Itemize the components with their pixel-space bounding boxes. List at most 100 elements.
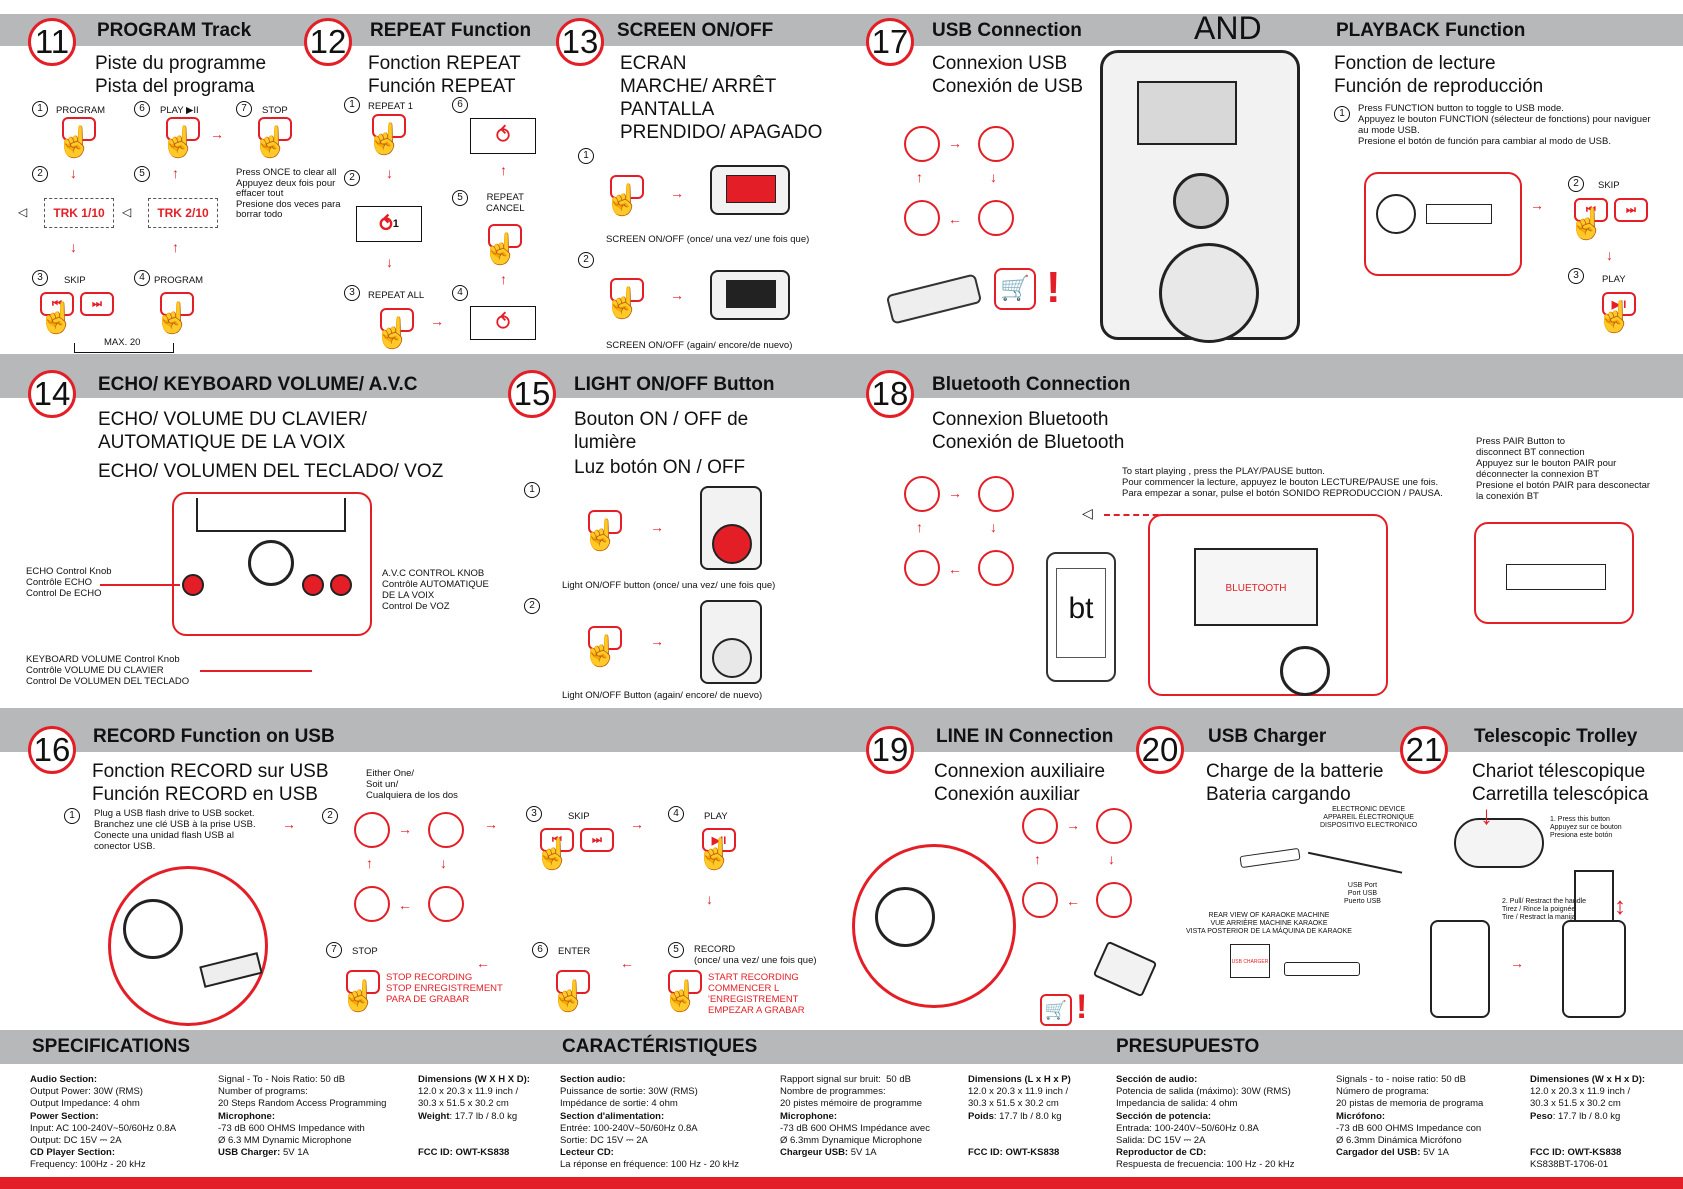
play-button[interactable]: ▶II [702,828,736,852]
mode-usb [978,126,1014,162]
start-playing-instructions: To start playing , press the PLAY/PAUSE … [1122,466,1443,499]
pointing-hand-icon: ☝ [482,233,520,266]
step-number: 1 [344,97,360,113]
skip-back-button[interactable]: ⏮ [40,292,74,316]
arrow-up-icon: ↑ [916,519,923,535]
arrow-up-icon: ↑ [500,162,507,178]
usb-socket-closeup [108,866,268,1026]
machine-knob [123,899,183,959]
spec-line: Salida: DC 15V ⎓ 2A [1116,1134,1206,1146]
light-on-illustration [712,524,752,564]
skip-forward-button[interactable]: ⏭ [1614,198,1648,222]
shopping-cart-icon: 🛒 [1040,994,1072,1026]
section-subtitle: Conexión de Bluetooth [932,432,1125,453]
echo-knob [182,574,204,596]
pointing-hand-icon: ☝ [582,519,620,552]
repeat-button[interactable] [380,308,414,332]
section-title: Telescopic Trolley [1474,726,1638,747]
machine-knob [1280,646,1330,696]
usb-flash-drive-icon [885,273,983,325]
program-button[interactable] [160,292,194,316]
spec-line: Poids: 17.7 lb / 8.0 kg [968,1110,1062,1122]
header-band-2 [0,354,1683,398]
trolley-extended-illustration [1562,920,1626,1018]
section-subtitle: Función RECORD en USB [92,784,318,805]
usb-cable-icon [1239,847,1301,869]
keyboard-volume-knob [302,574,324,596]
mode-usb [428,812,464,848]
skip-forward-button[interactable]: ⏭ [580,828,614,852]
section-subtitle: lumière [574,432,637,453]
machine-screen [1137,81,1237,145]
light-button[interactable] [588,626,622,650]
step-label: PROGRAM [154,275,204,286]
either-label: Either One/Soit un/Cualquiera de los dos [366,768,458,801]
stop-button[interactable] [258,117,292,141]
program-button[interactable] [62,117,96,141]
skip-back-button[interactable]: ⏮ [1574,198,1608,222]
caption: SCREEN ON/OFF (once/ una vez/ une fois q… [606,234,810,245]
arrow-up-icon: ↑ [916,169,923,185]
section-title: SCREEN ON/OFF [617,20,774,41]
spec-line: Dimensions (L x H x P) [968,1074,1071,1085]
header-band-specs [0,1030,1683,1064]
spec-line: Potencia de salida (máximo): 30W (RMS) [1116,1086,1291,1098]
section-number: 12 [304,18,352,66]
pointing-hand-icon: ☝ [662,980,700,1013]
warning-icon: ! [1076,988,1088,1026]
spec-line: Section d'alimentation: [560,1110,665,1122]
section-number: 18 [866,370,914,418]
arrow-left-icon: ← [476,955,490,971]
play-button[interactable]: ▶II [1602,292,1636,316]
arrow-up-icon: ↑ [172,239,179,255]
step-number: 1 [578,148,594,164]
section-subtitle: Charge de la batterie [1206,761,1384,782]
spec-line: 30.3 x 51.5 x 30.2 cm [968,1098,1059,1110]
mode-line-in [354,886,390,922]
karaoke-machine-illustration [710,270,790,320]
spec-line: Frequency: 100Hz - 20 kHz [30,1159,146,1171]
spec-line: Audio Section: [30,1074,98,1085]
section-title: PLAYBACK Function [1336,20,1526,41]
arrow-right-icon: → [1066,817,1080,833]
mode-cdg [904,126,940,162]
mode-bt [978,550,1014,586]
spec-line: Sortie: DC 15V ⎓ 2A [560,1134,648,1146]
spec-line: Ø 6.3mm Dynamique Microphone [780,1134,923,1146]
karaoke-machine-illustration [710,165,790,215]
repeat-button[interactable] [488,224,522,248]
spec-line: Rapport signal sur bruit: 50 dB [780,1074,911,1085]
spec-line: FCC ID: OWT-KS838 [418,1147,510,1159]
usb-cable-icon [1284,962,1360,976]
step-number: 2 [524,598,540,614]
spec-line: Section audio: [560,1074,626,1085]
pointing-hand-icon: ☝ [160,126,198,159]
spec-line: -73 dB 600 OHMS Impedance con [1336,1122,1482,1134]
spec-line: CD Player Section: [30,1147,115,1159]
mode-line-in [1022,882,1058,918]
control-panel-illustration [172,492,372,636]
pointing-hand-icon: ☝ [696,838,734,871]
skip-back-button[interactable]: ⏮ [540,828,574,852]
skip-forward-button[interactable]: ⏭ [80,292,114,316]
screen-button[interactable] [610,175,644,199]
record-button[interactable] [668,970,702,994]
step-label: REPEAT 1 [368,101,414,112]
stop-button[interactable] [346,970,380,994]
enter-button[interactable] [556,970,590,994]
spec-line: Nombre de programmes: [780,1086,886,1098]
step-number: 5 [668,942,684,958]
arrow-left-icon: ← [620,955,634,971]
play-button[interactable] [166,117,200,141]
pointing-hand-icon: ☝ [534,838,572,871]
step-label: RECORD(once/ una vez/ une fois que) [694,944,817,966]
repeat-button[interactable] [372,114,406,138]
light-button[interactable] [588,510,622,534]
step-number: 2 [32,166,48,182]
arrow-right-icon: → [670,287,684,303]
screen-button[interactable] [610,278,644,302]
